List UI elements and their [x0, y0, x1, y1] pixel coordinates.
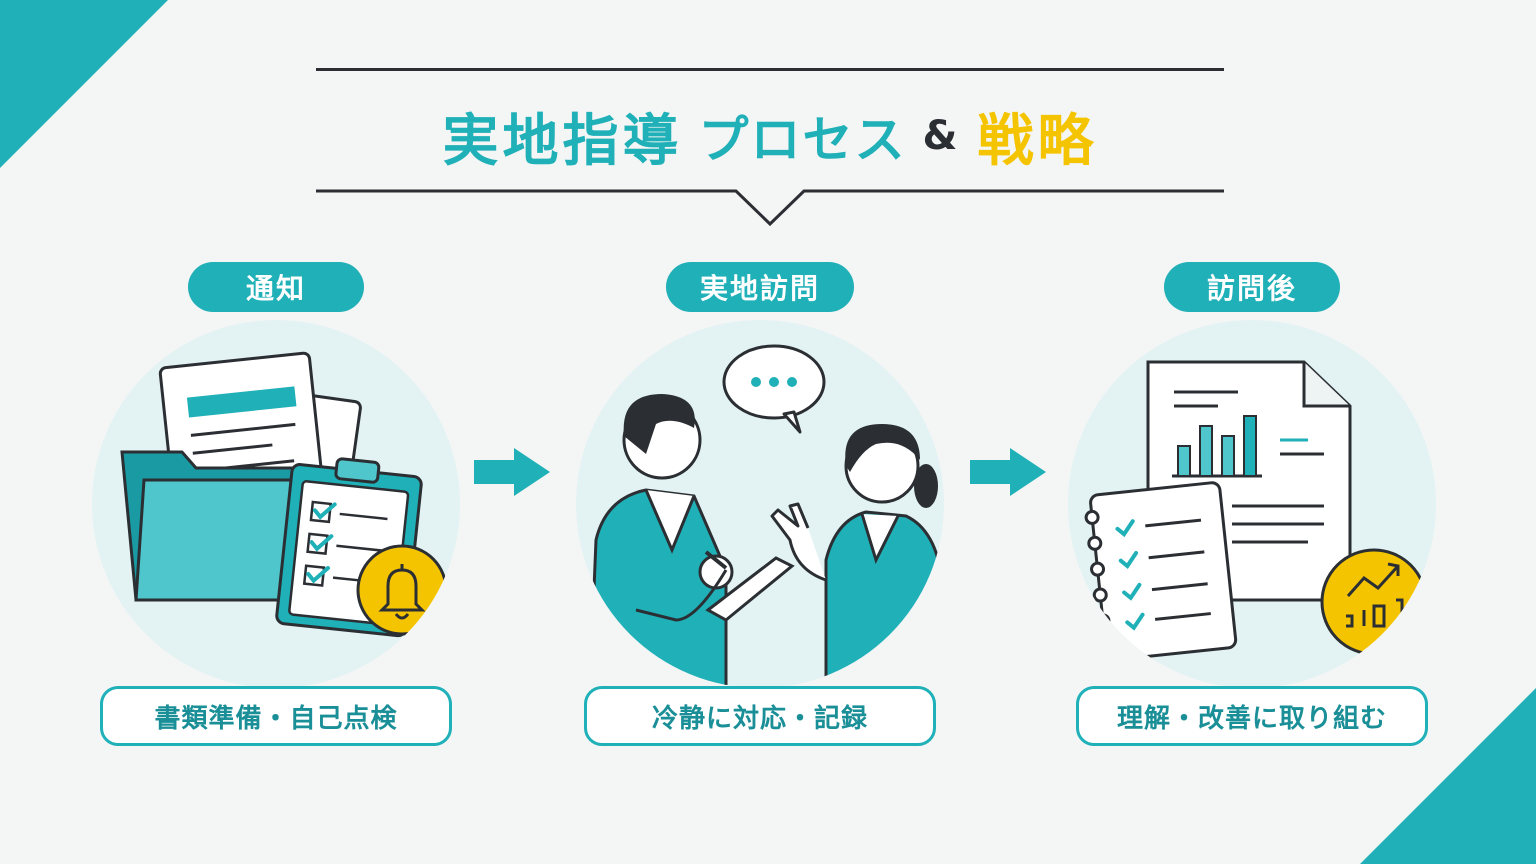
staff-person-icon — [770, 424, 944, 688]
step-illustration — [576, 320, 944, 688]
corner-decoration-bottom-right — [1360, 688, 1536, 864]
title-top-rule — [316, 68, 1224, 71]
arrow-right-icon — [474, 448, 550, 496]
step-label: 訪問後 — [1164, 262, 1340, 312]
growth-chart-icon — [1320, 548, 1428, 656]
page-title: 実地指導 プロセス & 戦略 — [316, 96, 1224, 176]
bell-icon — [356, 544, 448, 636]
title-ampersand: & — [922, 113, 962, 159]
arrow-right-icon — [970, 448, 1046, 496]
step-illustration — [92, 320, 460, 688]
title-accent: 戦略 — [977, 108, 1098, 174]
step-caption: 理解・改善に取り組む — [1076, 686, 1428, 746]
step-visit: 実地訪問 — [560, 262, 960, 752]
speech-bubble-icon — [722, 344, 826, 434]
title-main: 実地指導 — [442, 108, 683, 174]
step-after-visit: 訪問後 — [1052, 262, 1452, 752]
title-sub: プロセス — [698, 111, 907, 169]
title-bottom-rule-with-pointer — [316, 189, 1224, 227]
step-label: 通知 — [188, 262, 364, 312]
step-caption: 書類準備・自己点検 — [100, 686, 452, 746]
notebook-checklist-icon — [1084, 481, 1238, 662]
step-illustration — [1068, 320, 1436, 688]
step-label: 実地訪問 — [665, 262, 855, 312]
step-caption: 冷静に対応・記録 — [584, 686, 936, 746]
step-notice: 通知 — [76, 262, 476, 752]
inspector-person-icon — [588, 394, 795, 688]
title-block: 実地指導 プロセス & 戦略 — [0, 0, 1536, 240]
corner-decoration-top-left — [0, 0, 168, 168]
